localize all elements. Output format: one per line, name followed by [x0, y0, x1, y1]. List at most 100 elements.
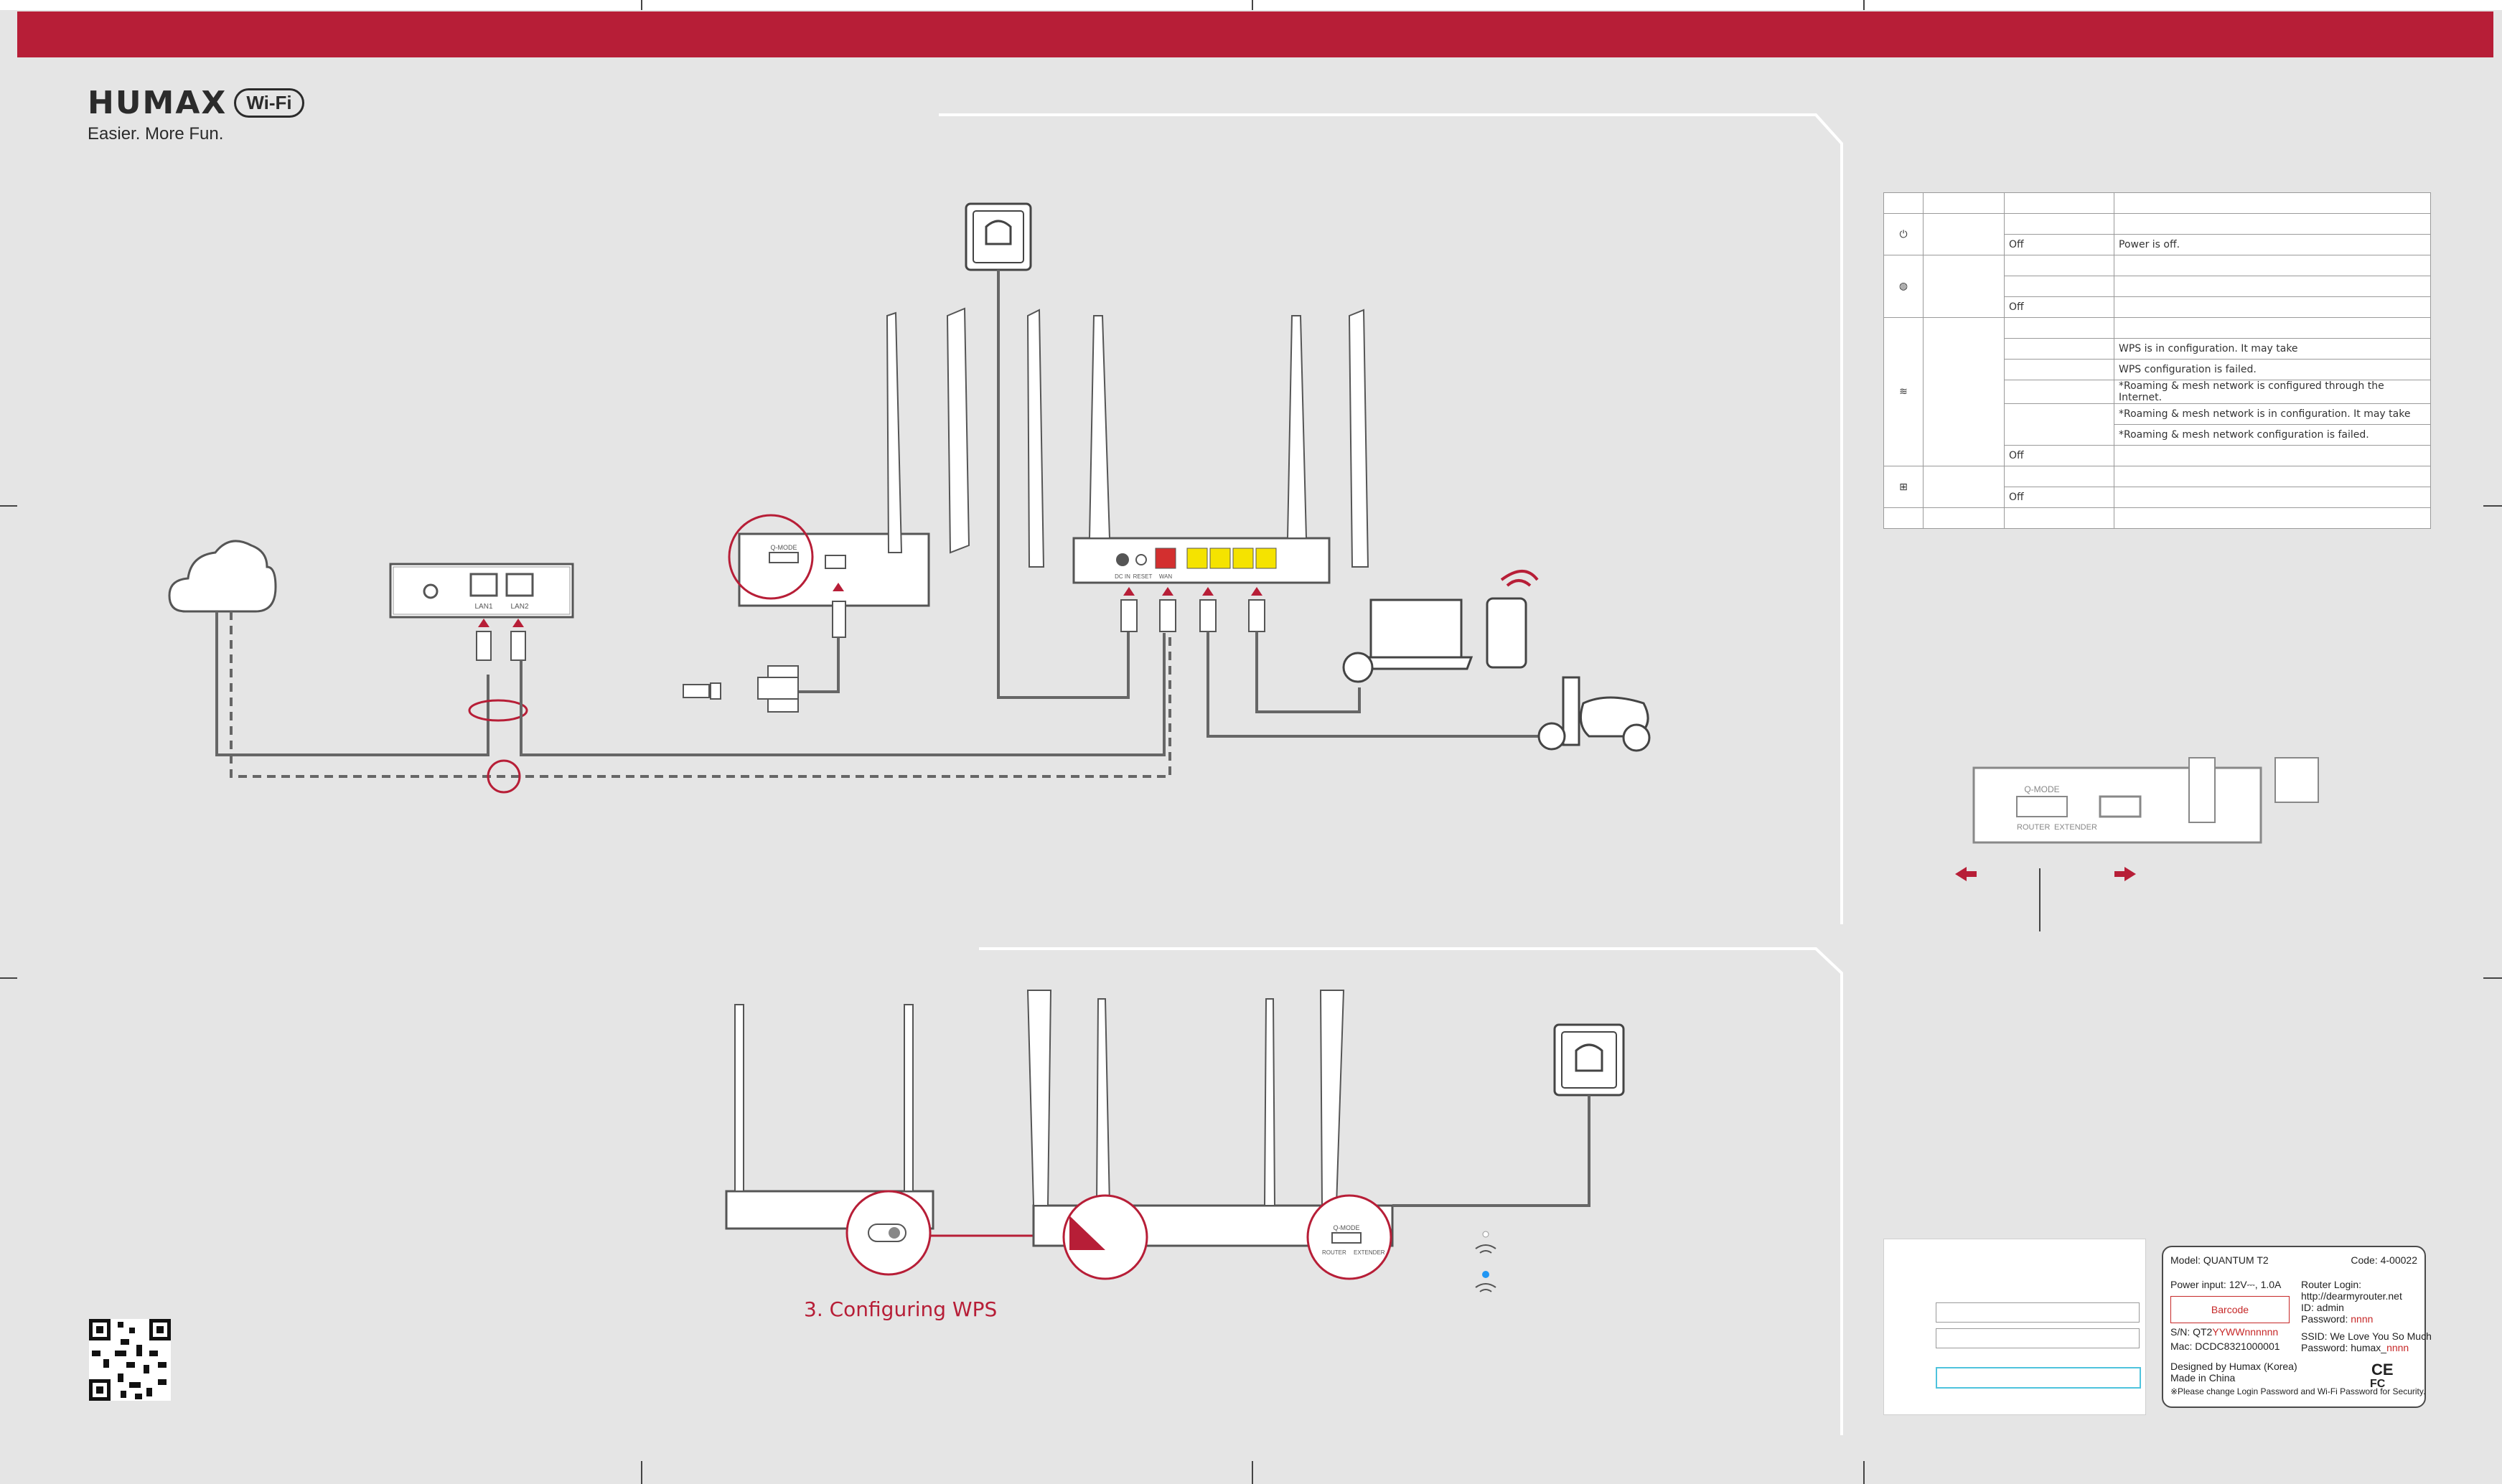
wifi-icon: ≋: [1899, 386, 1908, 398]
router-rear: DC IN RESET WAN: [1026, 309, 1369, 584]
power-socket-icon: [1553, 1023, 1625, 1096]
router-port-label: RESET: [1133, 573, 1153, 580]
led-description: WPS is in configuration. It may take: [2114, 338, 2431, 360]
crop-mark: [0, 977, 17, 979]
game-console-icon: [1537, 676, 1651, 752]
table-row: WPS configuration is failed.: [1884, 359, 2431, 380]
brand-tagline: Easier. More Fun.: [88, 124, 224, 144]
wifi-password: Password: humax_nnnn: [2301, 1342, 2409, 1353]
ethernet-plug: [476, 631, 526, 661]
led-description: *Roaming & mesh network is configured th…: [2114, 380, 2431, 404]
login-id: ID: admin: [2301, 1302, 2344, 1313]
table-row: [1883, 507, 2431, 529]
wan-port: [1155, 548, 1176, 569]
table-row: ◍: [1883, 255, 2431, 318]
cable-highlight: [487, 759, 521, 794]
globe-icon: ◍: [1898, 281, 1908, 292]
main-router: Q-MODE ROUTER EXTENDER: [1026, 990, 1394, 1280]
lan-port: [1232, 548, 1254, 569]
table-row: *Roaming & mesh network is configured th…: [1884, 380, 2431, 404]
crop-mark: [1252, 0, 1253, 10]
crop-mark: [641, 1461, 642, 1484]
login-page-mockup: [1883, 1239, 2146, 1415]
header-bar: [17, 11, 2493, 57]
lan-port: [1209, 548, 1231, 569]
led-description: *Roaming & mesh network is in configurat…: [2114, 403, 2431, 425]
login-password: Password: nnnn: [2301, 1313, 2374, 1325]
table-row: ⏻: [1883, 213, 2431, 255]
led-description: WPS configuration is failed.: [2114, 359, 2431, 380]
crop-mark: [0, 505, 17, 507]
extender-router: [725, 1004, 934, 1276]
wifi-led-icon: [1475, 1244, 1496, 1292]
crop-mark: [1863, 0, 1865, 10]
table-row: [1883, 192, 2431, 214]
smartphone-icon: [1486, 597, 1527, 669]
router-port-label: DC IN: [1115, 573, 1130, 580]
led-off-dot: [1482, 1231, 1489, 1238]
barcode: Barcode: [2170, 1296, 2290, 1323]
router-side: Q-MODE: [728, 307, 970, 607]
lan-cable: [1207, 631, 1539, 738]
switch-extender-label: EXTENDER: [2054, 823, 2097, 832]
power-icon: ⏻: [1899, 228, 1908, 240]
power-cable: [1392, 1095, 1590, 1207]
internet-cable-dashed: [230, 611, 1171, 778]
router-port-label: WAN: [1159, 573, 1173, 580]
table-row: ≋: [1883, 317, 2431, 466]
certification-marks-icon: CE: [2371, 1361, 2394, 1379]
password-field[interactable]: [1936, 1328, 2140, 1348]
lan-port: [1255, 548, 1277, 569]
lan-cable: [1255, 631, 1361, 713]
step-title: 3. Configuring WPS: [804, 1297, 998, 1321]
led-state: Off: [2004, 296, 2114, 318]
q-mode-label: Q-MODE: [771, 544, 797, 551]
usb-drive-icon: [683, 682, 721, 700]
table-row: [1884, 276, 2431, 297]
ethernet-plug: [1120, 599, 1265, 632]
login-button[interactable]: [1936, 1367, 2141, 1389]
qr-code: [89, 1319, 171, 1401]
usb-plug: [832, 601, 846, 638]
arrow-up-icon: [1251, 587, 1262, 596]
id-field[interactable]: [1936, 1302, 2140, 1323]
power-cable: [997, 270, 1130, 699]
crop-mark: [1252, 1461, 1253, 1484]
top-margin: [0, 0, 2502, 10]
arrow-left-icon: [1955, 867, 1967, 881]
ethernet-port-icon: [1342, 652, 1374, 683]
laptop-icon: [1359, 598, 1473, 670]
internet-cloud-icon: [168, 540, 277, 613]
product-label: Model: QUANTUM T2 Code: 4-00022 Power in…: [2162, 1246, 2432, 1408]
crop-mark: [641, 0, 642, 10]
led-description: Power is off.: [2114, 234, 2431, 255]
led-description: *Roaming & mesh network configuration is…: [2114, 424, 2431, 446]
arrow-up-icon: [1162, 587, 1173, 596]
led-blue-dot: [1482, 1271, 1489, 1278]
arrow-up-icon: [1202, 587, 1214, 596]
arrow-up-icon: [833, 583, 844, 591]
power-socket-icon: [965, 202, 1032, 271]
arrow-up-icon: [512, 619, 524, 627]
model: Model: QUANTUM T2: [2170, 1254, 2269, 1266]
q-mode-label: Q-MODE: [2024, 784, 2059, 794]
switch-extender-label: EXTENDER: [1354, 1249, 1385, 1256]
router-login-label: Router Login:: [2301, 1279, 2362, 1290]
made-in: Made in China: [2170, 1372, 2236, 1384]
fcc-icon: FC: [2370, 1378, 2386, 1390]
brand-name: HUMAX: [88, 85, 228, 121]
switch-router-label: ROUTER: [2017, 823, 2051, 832]
wifi-signal-icon: [1500, 570, 1539, 587]
led-state: Off: [2004, 234, 2114, 255]
panel-divider: [979, 947, 1843, 1435]
mac-address: Mac: DCDC8321000001: [2170, 1340, 2280, 1352]
led-state: Off: [2004, 487, 2114, 508]
table-row: *Roaming & mesh network configuration is…: [1884, 424, 2431, 446]
security-note: ※Please change Login Password and Wi-Fi …: [2170, 1386, 2426, 1396]
usb-cable: [798, 637, 840, 693]
